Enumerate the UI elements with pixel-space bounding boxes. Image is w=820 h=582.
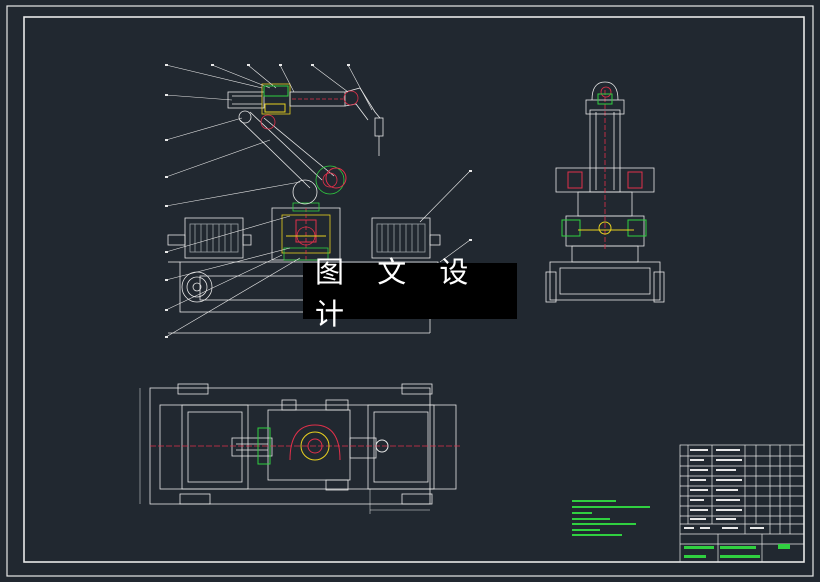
- side-wheel-left: [545, 271, 557, 303]
- top-wheel-bl: [179, 493, 211, 505]
- outer-border: [6, 5, 814, 577]
- side-wheel-right: [653, 271, 665, 303]
- leader-markers: [165, 64, 472, 338]
- technical-notes: [572, 500, 650, 536]
- top-view-accents: [257, 424, 389, 465]
- top-turret: [267, 409, 351, 481]
- top-gripper: [231, 437, 273, 457]
- lower-arm: [238, 110, 345, 205]
- wheel-left: [181, 271, 213, 303]
- side-wrist: [591, 81, 619, 101]
- side-view: [545, 81, 665, 303]
- top-wheel-tr: [401, 383, 433, 395]
- motor-block-left: [167, 217, 252, 259]
- top-view: [139, 383, 460, 514]
- upper-arm: [227, 83, 384, 156]
- inner-border: [23, 16, 805, 563]
- title-block-green: [684, 544, 790, 558]
- top-motor-left: [181, 404, 249, 490]
- leader-lines: [165, 64, 471, 338]
- top-motor-right: [367, 404, 435, 490]
- watermark-label: 图 文 设 计: [303, 255, 517, 331]
- front-view-accents: [263, 85, 347, 243]
- title-block: [679, 444, 805, 563]
- side-view-accents: [561, 93, 647, 237]
- top-wheel-tl: [177, 383, 209, 395]
- title-block-text: [684, 449, 764, 529]
- top-wheel-br: [401, 493, 433, 505]
- motor-block-right: [371, 217, 441, 259]
